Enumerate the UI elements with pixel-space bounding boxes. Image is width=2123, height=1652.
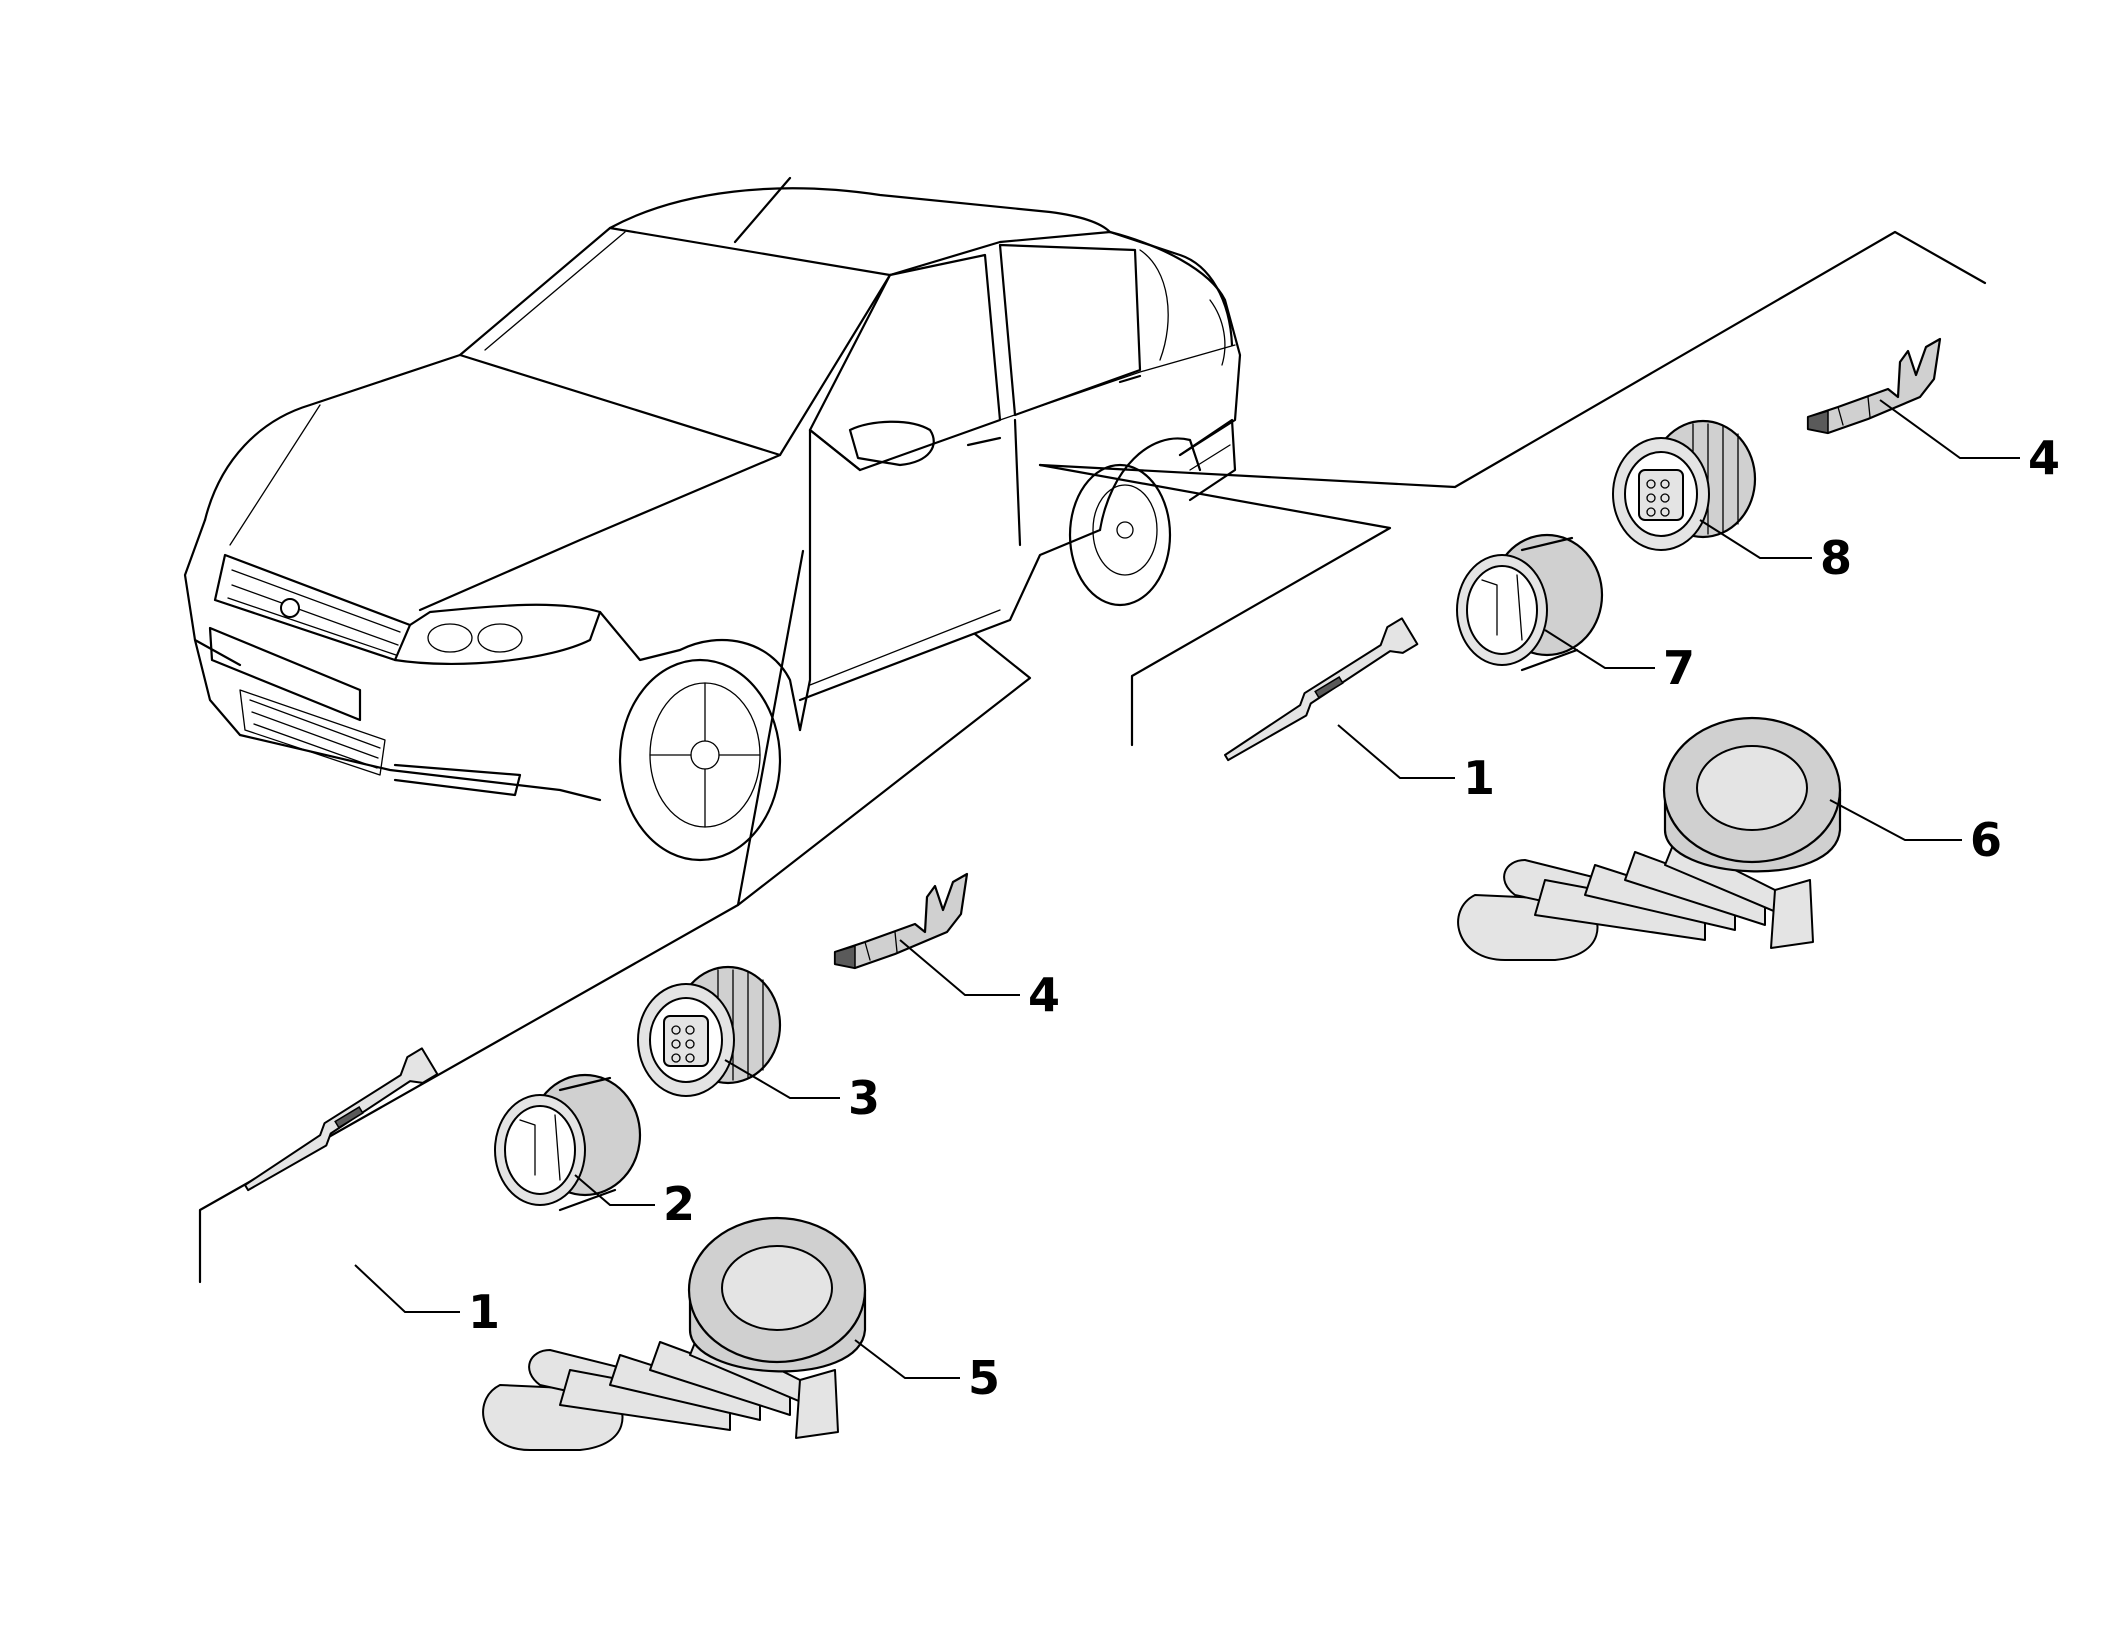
callout-4-front: 4 [1028,968,1060,1022]
callout-1-front: 1 [468,1285,500,1339]
crimp-terminal-icon [833,872,969,970]
grommet-boot-icon [1457,716,1842,961]
callout-2-front: 2 [663,1177,695,1231]
terminal-pin-icon [244,1047,439,1192]
terminal-pin-icon [1224,617,1419,762]
car-illustration [183,176,1242,862]
callout-labels: 1 2 3 4 5 1 7 8 4 6 [468,431,2060,1405]
socket-connector-icon [1612,419,1757,551]
callout-leaders [354,399,2020,1379]
plug-connector-icon [494,1073,642,1212]
callout-8-rear: 8 [1820,531,1852,585]
socket-connector-icon [637,965,782,1097]
callout-6-rear: 6 [1970,813,2002,867]
callout-5-front: 5 [968,1351,1000,1405]
locator-lines [198,230,1987,1284]
callout-4-rear: 4 [2028,431,2060,485]
crimp-terminal-icon [1806,337,1942,435]
plug-connector-icon [1456,533,1604,672]
callout-1-rear: 1 [1463,751,1495,805]
callout-3-front: 3 [848,1071,880,1125]
callout-7-rear: 7 [1663,641,1695,695]
grommet-boot-icon [482,1216,867,1451]
